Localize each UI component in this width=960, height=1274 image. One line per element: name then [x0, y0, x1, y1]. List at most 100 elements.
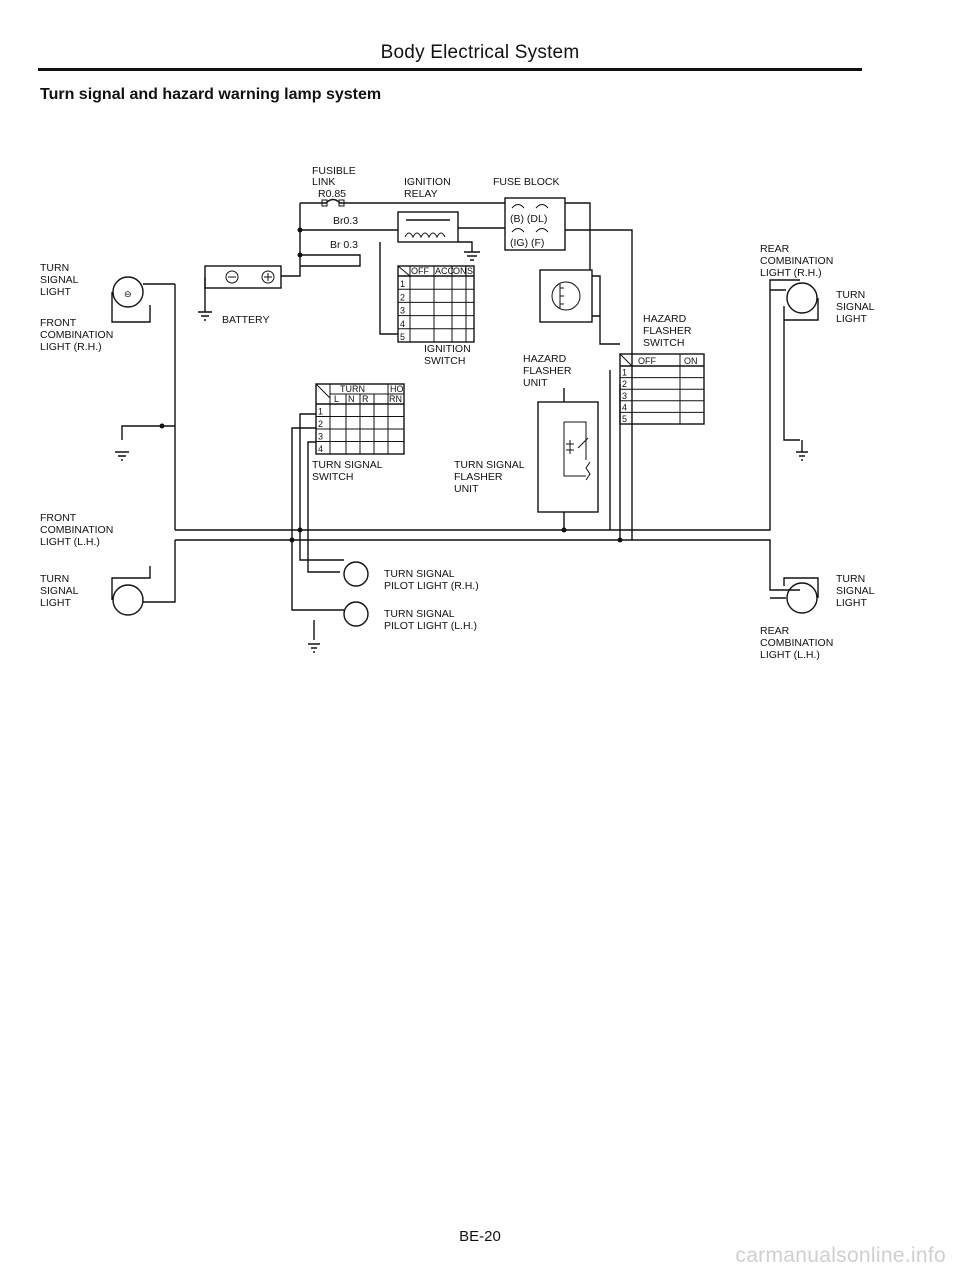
turn-row-3: 3	[318, 432, 323, 442]
turn-signal-switch-table: TURN HO L N R RN 1 2 3 4 TURN SIGNAL SWITCH	[291, 383, 405, 611]
bus-lower	[175, 539, 800, 591]
rear-combo-rh-label-3: LIGHT (R.H.)	[760, 267, 822, 279]
haz-header-on: ON	[684, 356, 698, 366]
front-combo-lh-label-3: LIGHT (L.H.)	[40, 536, 100, 548]
turn-row-1: 1	[318, 407, 323, 417]
ign-row-5: 5	[400, 332, 405, 342]
battery: BATTERY	[198, 265, 282, 326]
haz-row-2: 2	[622, 379, 627, 389]
rear-turn-rh-label-2: SIGNAL	[836, 301, 875, 313]
hazard-switch-label-3: SWITCH	[643, 337, 684, 349]
ign-row-1: 1	[400, 279, 405, 289]
ignition-relay-label-1: IGNITION	[404, 176, 451, 188]
rear-turn-lh-label-1: TURN	[836, 573, 865, 585]
turn-sub-r: R	[362, 394, 369, 404]
front-combo-rh-label-1: FRONT	[40, 317, 77, 329]
turn-header-ho: HO	[390, 384, 404, 394]
fuse-block-label: FUSE BLOCK	[493, 176, 560, 188]
fusible-link-label-2: LINK	[312, 176, 335, 188]
rear-turn-lh-label-2: SIGNAL	[836, 585, 875, 597]
fusible-link: FUSIBLE LINK R0.85	[300, 165, 398, 207]
bus-upper	[175, 279, 800, 531]
ign-header-s: S	[467, 266, 473, 276]
page-number: BE-20	[459, 1228, 501, 1245]
rear-turn-lh-label-3: LIGHT	[836, 597, 868, 609]
hazard-flasher-unit-label-1: HAZARD	[523, 353, 567, 365]
rear-combo-lh-label-3: LIGHT (L.H.)	[760, 649, 820, 661]
section-title: Turn signal and hazard warning lamp syst…	[40, 86, 382, 103]
turn-signal-switch-label-1: TURN SIGNAL	[312, 459, 383, 471]
page-header: Body Electrical System	[380, 42, 580, 63]
ignition-switch-label-2: SWITCH	[424, 355, 465, 367]
battery-label: BATTERY	[222, 314, 269, 326]
haz-header-off: OFF	[638, 356, 656, 366]
rear-combo-rh-label-2: COMBINATION	[760, 255, 833, 267]
ignition-switch-label-1: IGNITION	[424, 343, 471, 355]
ign-header-acc: ACC	[435, 266, 455, 276]
ign-row-2: 2	[400, 292, 405, 302]
fuse-ig-f-label: (IG) (F)	[510, 237, 544, 249]
rear-turn-rh-label-3: LIGHT	[836, 313, 868, 325]
hazard-switch-label-1: HAZARD	[643, 313, 687, 325]
wire-2-label: Br 0.3	[330, 239, 358, 251]
tsfu-label-2: FLASHER	[454, 471, 503, 483]
turn-row-2: 2	[318, 419, 323, 429]
ignition-switch-table: OFF ACC ON S 1 2 3 4 5 IGNITION SWITCH	[397, 265, 475, 367]
haz-row-3: 3	[622, 391, 627, 401]
turn-sub-l: L	[334, 394, 339, 404]
front-lamps-lh: FRONT COMBINATION LIGHT (L.H.) TURN SIGN…	[40, 512, 176, 616]
ign-header-on: ON	[453, 266, 467, 276]
hazard-switch-label-2: FLASHER	[643, 325, 692, 337]
haz-row-1: 1	[622, 368, 627, 378]
turn-sub-n: N	[348, 394, 355, 404]
fuse-b-dl-label: (B) (DL)	[510, 213, 547, 225]
ign-header-off: OFF	[411, 266, 429, 276]
rear-combo-lh-label-2: COMBINATION	[760, 637, 833, 649]
left-ground-wire	[115, 284, 176, 530]
pilot-lights: TURN SIGNAL PILOT LIGHT (R.H.) TURN SIGN…	[299, 526, 479, 653]
front-combo-lh-label-1: FRONT	[40, 512, 77, 524]
turn-sub-rn: RN	[389, 394, 402, 404]
tsfu-label-1: TURN SIGNAL	[454, 459, 525, 471]
front-turn-rh-label-2: SIGNAL	[40, 274, 79, 286]
pilot-rh-label-1: TURN SIGNAL	[384, 568, 455, 580]
front-combo-lh-label-2: COMBINATION	[40, 524, 113, 536]
front-combo-rh-label-2: COMBINATION	[40, 329, 113, 341]
turn-signal-flasher-unit: TURN SIGNAL FLASHER UNIT	[454, 388, 599, 532]
hazard-flasher-unit-label-2: FLASHER	[523, 365, 572, 377]
hazard-flasher-unit-label-3: UNIT	[523, 377, 548, 389]
hazard-flasher-unit: HAZARD FLASHER UNIT	[523, 269, 620, 389]
svg-text:⊖: ⊖	[124, 289, 132, 299]
header-rule	[38, 68, 862, 71]
rear-turn-rh-label-1: TURN	[836, 289, 865, 301]
front-lamps-rh: TURN SIGNAL LIGHT ⊖ FRONT COMBINATION LI…	[40, 262, 175, 353]
watermark: carmanualsonline.info	[735, 1244, 946, 1267]
front-turn-lh-label-3: LIGHT	[40, 597, 72, 609]
front-turn-rh-label-1: TURN	[40, 262, 69, 274]
turn-header-turn: TURN	[340, 384, 365, 394]
wire-1-label: Br0.3	[333, 215, 358, 227]
ignition-relay: IGNITION RELAY	[397, 176, 480, 261]
haz-row-4: 4	[622, 402, 627, 412]
rear-combo-rh-label-1: REAR	[760, 243, 790, 255]
fusible-link-label-1: FUSIBLE	[312, 165, 356, 177]
front-turn-lh-label-1: TURN	[40, 573, 69, 585]
pilot-lh-label-2: PILOT LIGHT (L.H.)	[384, 620, 477, 632]
pilot-rh-label-2: PILOT LIGHT (R.H.)	[384, 580, 479, 592]
turn-signal-switch-label-2: SWITCH	[312, 471, 353, 483]
pilot-lh-label-1: TURN SIGNAL	[384, 608, 455, 620]
turn-row-4: 4	[318, 444, 323, 454]
rear-lamps-lh: TURN SIGNAL LIGHT REAR COMBINATION LIGHT…	[760, 573, 875, 661]
fuse-block: FUSE BLOCK (B) (DL) (IG) (F)	[493, 176, 633, 540]
fusible-link-label-3: R0.85	[318, 188, 346, 200]
front-turn-rh-label-3: LIGHT	[40, 286, 72, 298]
wires-top: Br0.3 Br 0.3	[281, 202, 505, 335]
tsfu-label-3: UNIT	[454, 483, 479, 495]
rear-lamps-rh: REAR COMBINATION LIGHT (R.H.) TURN SIGNA…	[760, 243, 875, 461]
front-combo-rh-label-3: LIGHT (R.H.)	[40, 341, 102, 353]
rear-combo-lh-label-1: REAR	[760, 625, 790, 637]
ign-row-4: 4	[400, 319, 405, 329]
ign-row-3: 3	[400, 306, 405, 316]
